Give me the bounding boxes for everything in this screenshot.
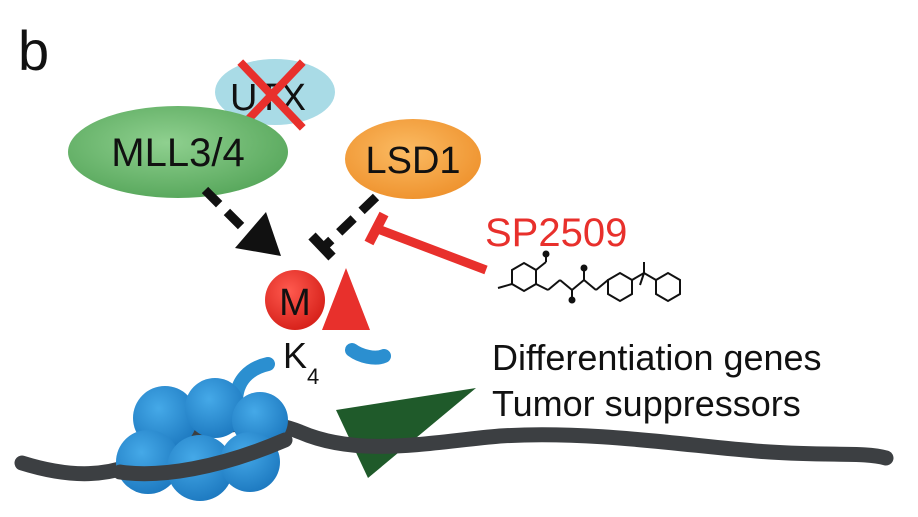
cross-icon bbox=[237, 59, 306, 131]
lysine-position: 4 bbox=[307, 364, 319, 389]
panel-label: b bbox=[18, 19, 49, 82]
promoter-arrow bbox=[336, 388, 476, 478]
lsd1-inhibition bbox=[308, 193, 380, 261]
lysine-label-group: K 4 bbox=[283, 335, 319, 389]
target-genes-line1: Differentiation genes bbox=[492, 337, 822, 378]
sp2509-inhibition bbox=[364, 211, 488, 275]
mll-label: MLL3/4 bbox=[111, 131, 244, 175]
chemical-structure-icon bbox=[497, 250, 681, 304]
methyl-label: M bbox=[279, 282, 311, 324]
lsd1-node: LSD1 bbox=[345, 119, 481, 199]
utx-node: UTX bbox=[215, 59, 335, 131]
methyl-mark: M bbox=[265, 268, 370, 330]
nucleosome bbox=[116, 378, 288, 501]
mll-node: MLL3/4 bbox=[68, 106, 288, 198]
target-genes-line2: Tumor suppressors bbox=[492, 383, 801, 424]
lsd1-label: LSD1 bbox=[365, 140, 460, 182]
lysine-label: K bbox=[283, 335, 307, 376]
activation-arrow bbox=[201, 186, 281, 256]
sp2509-label: SP2509 bbox=[485, 211, 627, 255]
dna-wrap bbox=[112, 432, 293, 482]
